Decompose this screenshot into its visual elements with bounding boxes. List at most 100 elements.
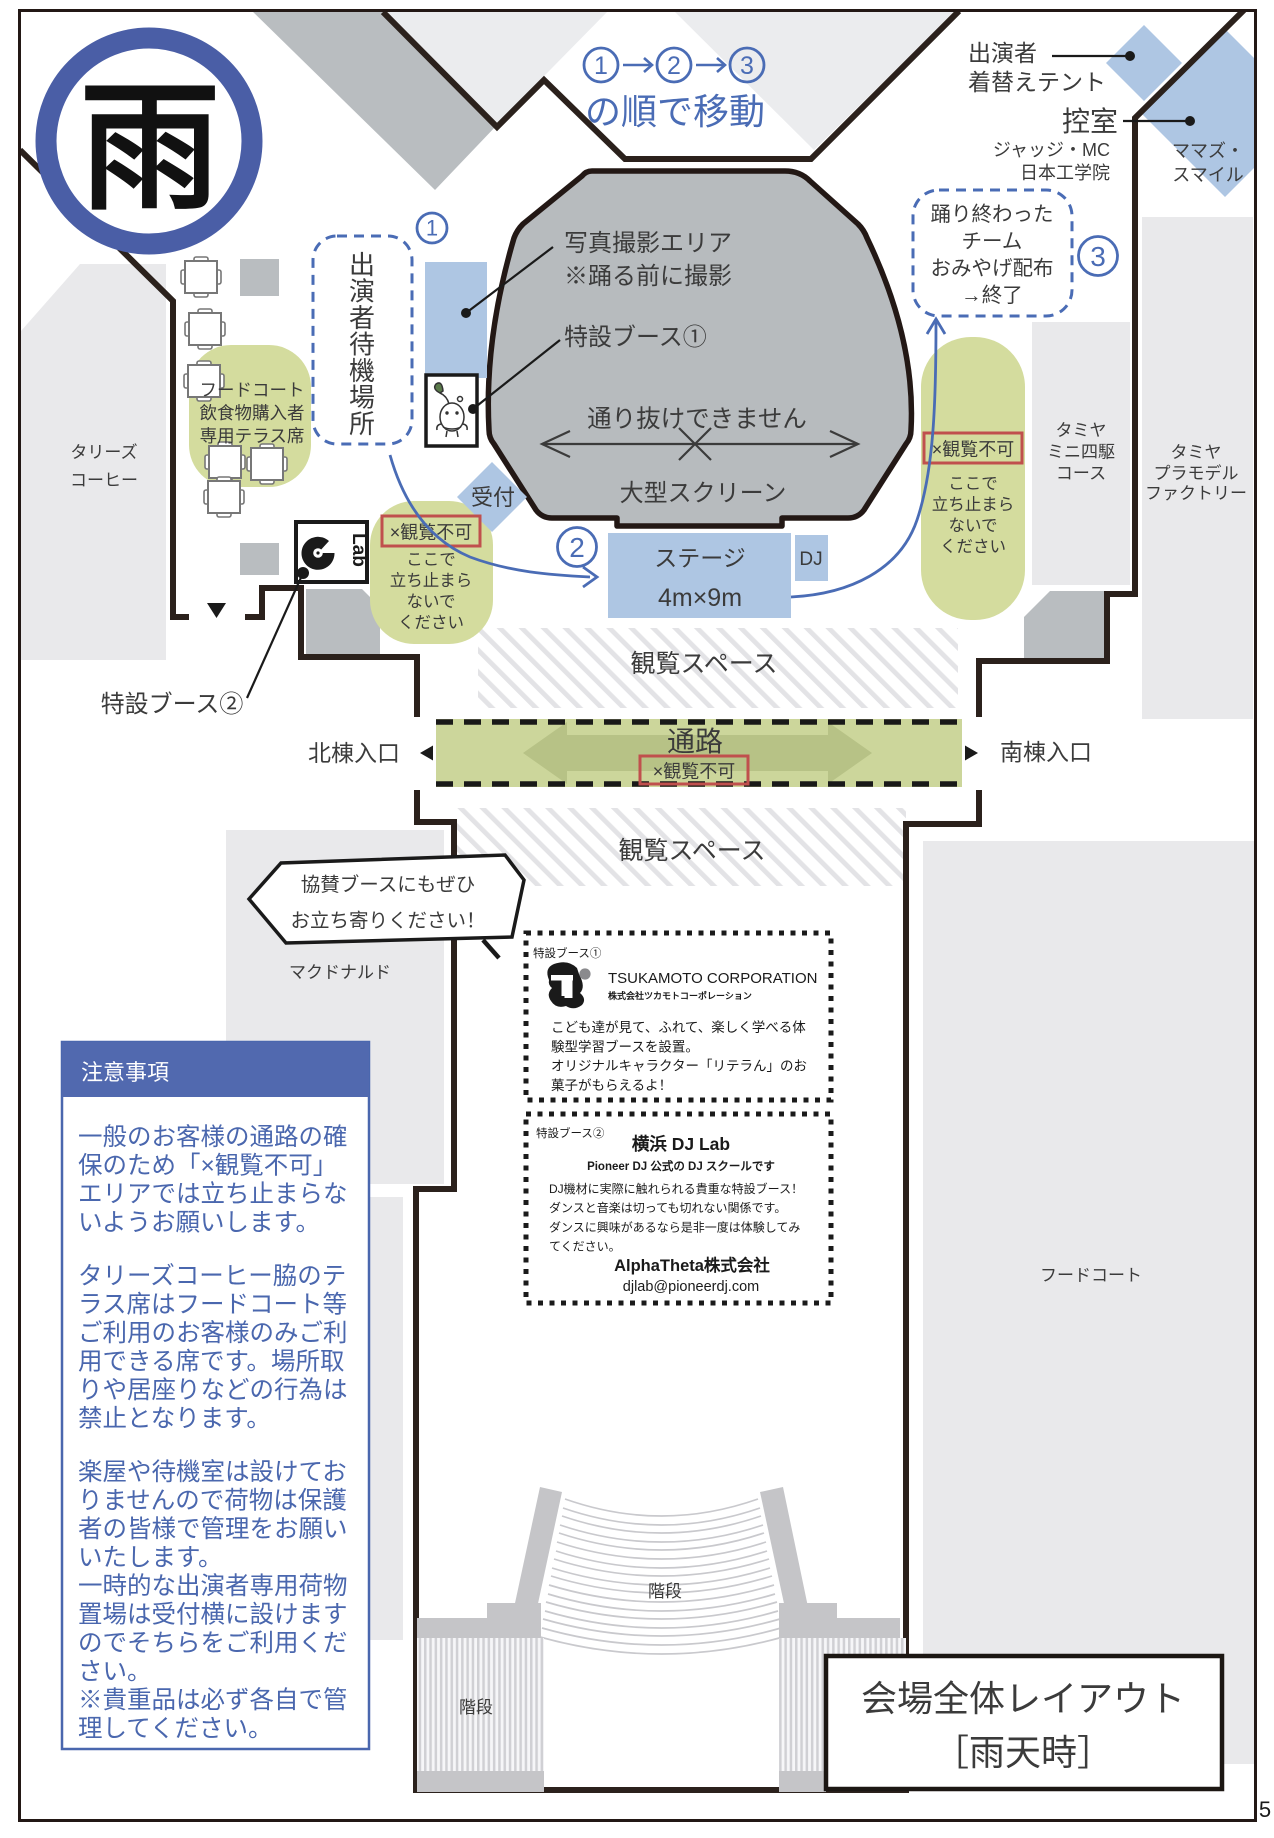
svg-text:の順で移動: の順で移動 (585, 91, 765, 132)
svg-text:ないで: ないで (948, 516, 997, 535)
svg-text:機: 機 (349, 356, 375, 386)
svg-text:コース: コース (1056, 464, 1106, 483)
svg-text:写真撮影エリア: 写真撮影エリア (564, 230, 732, 257)
svg-text:理してください。: 理してください。 (78, 1716, 273, 1743)
svg-text:会場全体レイアウト: 会場全体レイアウト (861, 1678, 1185, 1719)
svg-text:演: 演 (349, 277, 375, 307)
svg-text:さい。: さい。 (78, 1659, 152, 1686)
svg-text:こども達が見て、ふれて、楽しく学べる体: こども達が見て、ふれて、楽しく学べる体 (551, 1020, 806, 1035)
svg-text:着替えテント: 着替えテント (968, 69, 1106, 95)
svg-text:ご利用のお客様のみご利: ご利用のお客様のみご利 (78, 1319, 348, 1347)
svg-text:所: 所 (349, 409, 375, 439)
svg-text:注意事項: 注意事項 (81, 1060, 169, 1085)
svg-text:Lab: Lab (348, 533, 369, 567)
svg-text:［雨天時］: ［雨天時］ (933, 1732, 1113, 1773)
svg-text:2: 2 (569, 532, 585, 563)
svg-text:保のため「×観覧不可」: 保のため「×観覧不可」 (78, 1152, 337, 1180)
svg-text:控室: 控室 (1062, 106, 1118, 137)
svg-text:特設ブース②: 特設ブース② (536, 1126, 605, 1140)
svg-text:受付: 受付 (471, 485, 515, 510)
svg-text:出演者: 出演者 (968, 40, 1037, 66)
svg-text:フードコート: フードコート (200, 380, 305, 400)
svg-text:ダンスに興味があるなら是非一度は体験してみ: ダンスに興味があるなら是非一度は体験してみ (549, 1219, 800, 1234)
svg-text:マクドナルド: マクドナルド (289, 963, 391, 982)
svg-text:4m×9m: 4m×9m (658, 584, 742, 612)
svg-text:者の皆様で管理をお願い: 者の皆様で管理をお願い (78, 1515, 348, 1543)
svg-text:ここで: ここで (948, 475, 998, 493)
svg-text:1: 1 (426, 216, 438, 241)
svg-text:株式会社ツカモトコーポレーション: 株式会社ツカモトコーポレーション (608, 990, 752, 1001)
svg-text:特設ブース①: 特設ブース① (564, 324, 707, 351)
svg-text:5: 5 (1259, 1797, 1271, 1822)
svg-text:特設ブース②: 特設ブース② (101, 691, 244, 718)
svg-text:験型学習ブースを設置。: 験型学習ブースを設置。 (551, 1038, 699, 1054)
svg-text:踊り終わった: 踊り終わった (931, 203, 1054, 226)
svg-text:通り抜けできません: 通り抜けできません (587, 405, 807, 433)
svg-text:お立ち寄りください！: お立ち寄りください！ (290, 910, 485, 932)
svg-text:エリアでは立ち止まらな: エリアでは立ち止まらな (78, 1180, 348, 1208)
svg-text:雨: 雨 (80, 70, 220, 227)
svg-text:ラス席はフードコート等: ラス席はフードコート等 (78, 1291, 347, 1319)
svg-text:スマイル: スマイル (1172, 165, 1243, 185)
svg-text:用できる席です。場所取: 用できる席です。場所取 (78, 1348, 345, 1376)
svg-text:ファクトリー: ファクトリー (1145, 484, 1247, 503)
svg-text:てください。: てください。 (549, 1240, 621, 1254)
svg-text:3: 3 (740, 52, 754, 80)
svg-text:専用テラス席: 専用テラス席 (200, 426, 305, 446)
svg-text:立ち止まら: 立ち止まら (932, 495, 1015, 514)
svg-text:場: 場 (349, 383, 375, 413)
svg-text:3: 3 (1090, 241, 1106, 272)
svg-text:チーム: チーム (962, 230, 1023, 253)
svg-text:のでそちらをご利用くだ: のでそちらをご利用くだ (78, 1629, 348, 1657)
svg-text:飲食物購入者: 飲食物購入者 (200, 403, 305, 423)
svg-text:TSUKAMOTO CORPORATION: TSUKAMOTO CORPORATION (608, 970, 817, 987)
svg-text:待: 待 (349, 330, 375, 360)
svg-text:タリーズ: タリーズ (70, 443, 137, 462)
svg-text:ステージ: ステージ (654, 545, 746, 571)
svg-text:階段: 階段 (648, 1582, 682, 1601)
svg-text:→終了: →終了 (961, 284, 1023, 307)
svg-text:djlab@pioneerdj.com: djlab@pioneerdj.com (623, 1279, 759, 1295)
svg-text:ママズ・: ママズ・ (1172, 141, 1244, 161)
svg-text:※踊る前に撮影: ※踊る前に撮影 (564, 263, 732, 290)
svg-text:一時的な出演者専用荷物: 一時的な出演者専用荷物 (78, 1572, 348, 1600)
svg-text:楽屋や待機室は設けてお: 楽屋や待機室は設けてお (78, 1458, 347, 1486)
svg-text:1: 1 (594, 52, 608, 80)
svg-text:ジャッジ・MC: ジャッジ・MC (993, 140, 1110, 160)
svg-text:DJ: DJ (799, 549, 822, 570)
svg-text:オリジナルキャラクター「リテラん」のお: オリジナルキャラクター「リテラん」のお (551, 1059, 807, 1074)
svg-text:南棟入口: 南棟入口 (1000, 739, 1092, 765)
svg-text:通路: 通路 (667, 726, 723, 757)
svg-text:タミヤ: タミヤ (1056, 421, 1107, 440)
svg-text:りませんので荷物は保護: りませんので荷物は保護 (78, 1487, 347, 1515)
svg-text:協賛ブースにもぜひ: 協賛ブースにもぜひ (301, 873, 476, 896)
svg-text:横浜 DJ Lab: 横浜 DJ Lab (632, 1134, 730, 1154)
svg-text:観覧スペース: 観覧スペース (630, 650, 777, 678)
svg-text:大型スクリーン: 大型スクリーン (620, 480, 787, 507)
svg-text:ミニ四駆: ミニ四駆 (1047, 443, 1115, 462)
svg-text:いたします。: いたします。 (78, 1545, 223, 1572)
svg-text:フードコート: フードコート (1040, 1266, 1142, 1285)
svg-text:ください: ください (398, 613, 464, 632)
svg-text:一般のお客様の通路の確: 一般のお客様の通路の確 (78, 1123, 348, 1151)
svg-text:階段: 階段 (459, 1698, 493, 1717)
svg-text:コーヒー: コーヒー (70, 471, 138, 490)
svg-text:菓子がもらえるよ！: 菓子がもらえるよ！ (551, 1078, 672, 1093)
svg-text:置場は受付横に設けます: 置場は受付横に設けます (78, 1601, 348, 1629)
svg-text:ダンスと音楽は切っても切れない関係です。: ダンスと音楽は切っても切れない関係です。 (549, 1200, 786, 1215)
svg-text:者: 者 (349, 303, 375, 333)
svg-text:ないで: ないで (406, 592, 455, 611)
svg-text:りや居座りなどの行為は: りや居座りなどの行為は (78, 1376, 348, 1404)
svg-text:タリーズコーヒー脇のテ: タリーズコーヒー脇のテ (78, 1262, 346, 1290)
svg-text:2: 2 (667, 52, 681, 80)
svg-text:プラモデル: プラモデル (1154, 463, 1239, 483)
svg-text:タミヤ: タミヤ (1171, 443, 1222, 462)
svg-text:ここで: ここで (406, 551, 456, 569)
svg-text:AlphaTheta株式会社: AlphaTheta株式会社 (614, 1255, 770, 1275)
svg-text:日本工学院: 日本工学院 (1020, 163, 1110, 183)
svg-text:出: 出 (349, 250, 375, 280)
svg-text:いようお願いします。: いようお願いします。 (78, 1210, 320, 1237)
svg-text:北棟入口: 北棟入口 (308, 740, 400, 766)
svg-text:特設ブース①: 特設ブース① (533, 946, 602, 960)
svg-text:ください: ください (940, 537, 1006, 556)
